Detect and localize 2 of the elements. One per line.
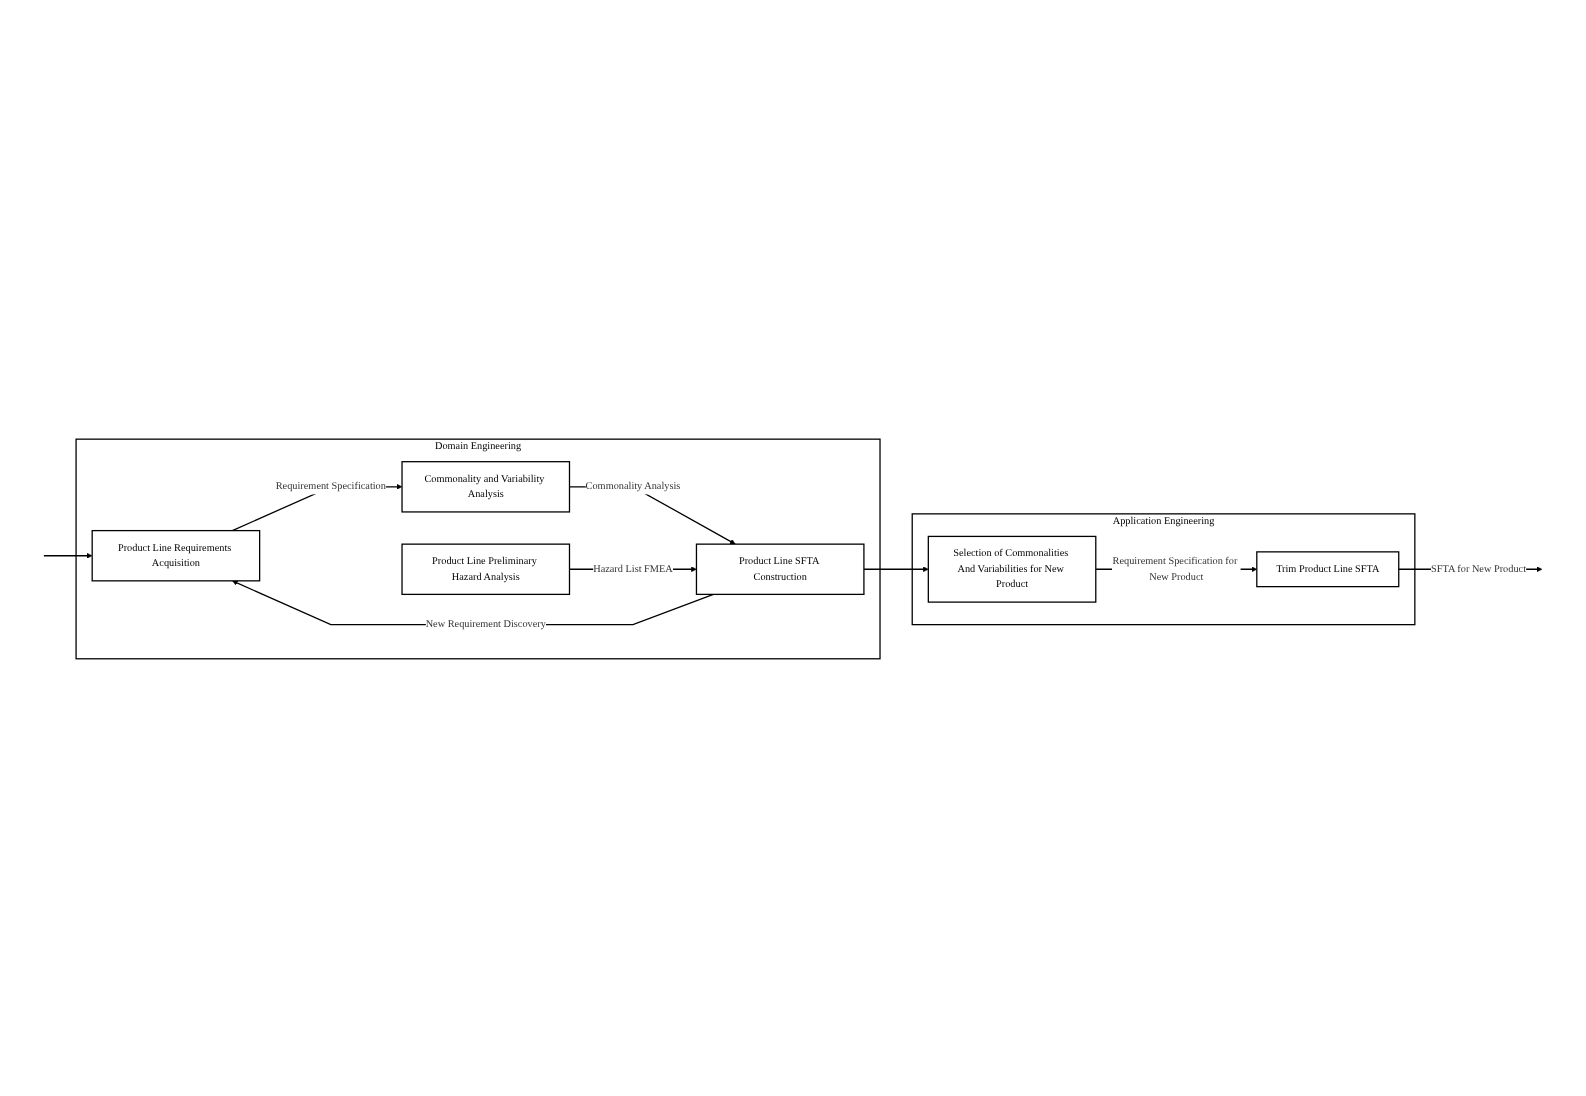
arrow xyxy=(863,565,929,572)
arrow xyxy=(43,551,93,558)
